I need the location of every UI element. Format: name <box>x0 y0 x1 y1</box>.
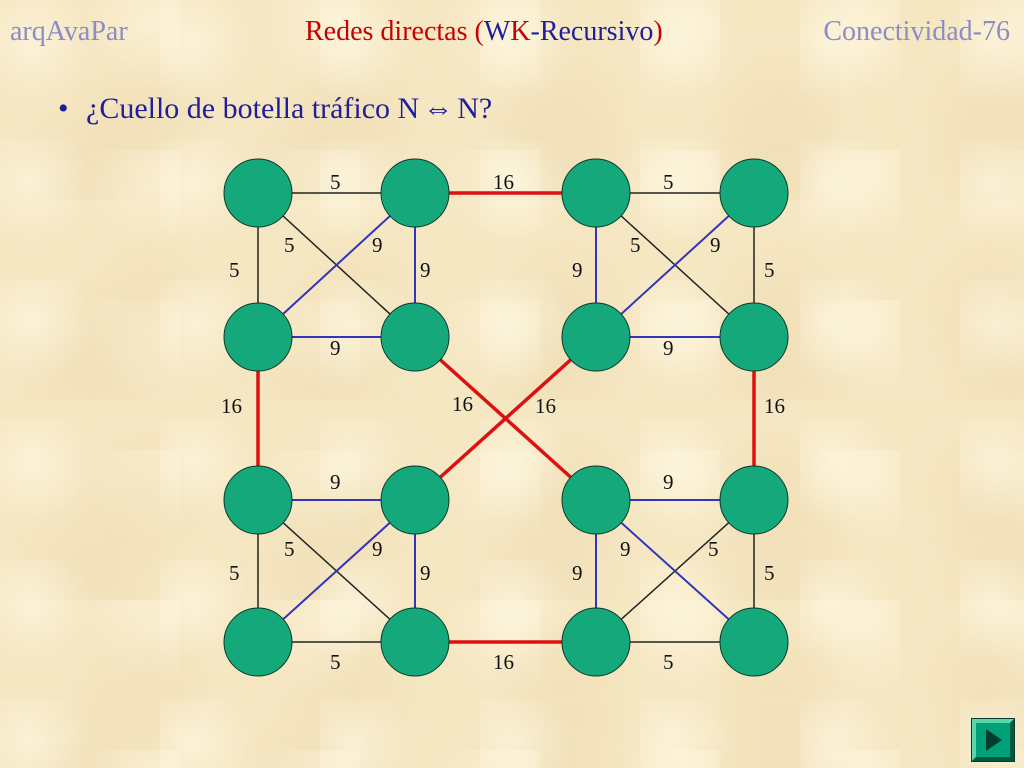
label-q1-diag-b: 9 <box>372 233 383 257</box>
node-12 <box>223 607 293 677</box>
node-9 <box>380 465 450 535</box>
label-top-mid-h: 16 <box>493 170 514 194</box>
node-15 <box>719 607 789 677</box>
label-q3-top-h: 9 <box>330 470 341 494</box>
double-arrow-icon: ⇔ <box>423 92 454 125</box>
bullet-marker: • <box>58 92 69 125</box>
node-0 <box>223 158 293 228</box>
label-bottom-left-h: 5 <box>330 650 341 674</box>
edge-cross-b <box>413 335 598 502</box>
edge-q4-diag-blue <box>595 499 755 643</box>
label-q1-left-v: 5 <box>229 258 240 282</box>
title-letter-w: W <box>483 16 511 47</box>
title-letter-k: K <box>510 16 531 47</box>
label-q3-diag-a: 5 <box>284 537 295 561</box>
label-q4-top-h: 9 <box>663 470 674 494</box>
label-q4-diag-b: 5 <box>708 537 719 561</box>
slide-title: Redes directas (WK-Recursivo) <box>305 14 663 50</box>
label-q2-right-v: 5 <box>764 258 775 282</box>
node-6 <box>561 302 631 372</box>
node-10 <box>561 465 631 535</box>
label-q2-bottom-h: 9 <box>663 336 674 360</box>
label-mid-cross-b: 16 <box>535 394 556 418</box>
node-13 <box>380 607 450 677</box>
node-7 <box>719 302 789 372</box>
label-q2-diag-b: 9 <box>710 233 721 257</box>
label-q3-left-v: 5 <box>229 561 240 585</box>
title-paren-open: ( <box>474 16 484 47</box>
title-paren-close: ) <box>653 16 663 47</box>
label-mid-cross-a: 16 <box>452 392 473 416</box>
label-q1-diag-a: 5 <box>284 233 295 257</box>
node-11 <box>719 465 789 535</box>
title-part-1: Redes directas <box>305 16 475 47</box>
edge-labels: 5 16 5 5 9 5 9 9 5 9 5 9 9 16 16 16 16 9… <box>221 170 785 674</box>
edge-q1-diag-blue <box>257 192 416 338</box>
label-q3-diag-b: 9 <box>372 537 383 561</box>
label-q1-bottom-h: 9 <box>330 336 341 360</box>
label-q2-diag-a: 5 <box>630 233 641 257</box>
label-mid-right-v: 16 <box>764 394 785 418</box>
label-q4-diag-a: 9 <box>620 537 631 561</box>
label-bottom-right-h: 5 <box>663 650 674 674</box>
label-top-left-h: 5 <box>330 170 341 194</box>
label-q4-right-v: 5 <box>764 561 775 585</box>
label-q4-left-v: 9 <box>572 561 583 585</box>
next-slide-button[interactable] <box>971 718 1015 762</box>
label-top-right-h: 5 <box>663 170 674 194</box>
node-1 <box>380 158 450 228</box>
node-3 <box>719 158 789 228</box>
edge-q3-diag-blue <box>257 499 416 643</box>
bullet-question: • ¿Cuello de botella tráfico N⇔N? <box>58 89 492 129</box>
node-14 <box>561 607 631 677</box>
node-4 <box>223 302 293 372</box>
edges <box>256 191 756 644</box>
header-right: Conectividad-76 <box>823 16 1010 47</box>
edge-q2-diag-blue <box>595 192 755 338</box>
bullet-text-after: N? <box>457 92 493 125</box>
header-left: arqAvaPar <box>10 16 128 47</box>
title-recursivo: -Recursivo <box>530 16 654 47</box>
node-2 <box>561 158 631 228</box>
label-q3-right-v: 9 <box>420 561 431 585</box>
label-bottom-mid-h: 16 <box>493 650 514 674</box>
node-5 <box>380 302 450 372</box>
label-mid-left-v: 16 <box>221 394 242 418</box>
node-8 <box>223 465 293 535</box>
bullet-text-before: ¿Cuello de botella tráfico N <box>86 92 420 125</box>
nodes <box>223 158 789 677</box>
play-next-icon <box>971 718 1015 762</box>
label-q1-right-v: 9 <box>420 258 431 282</box>
label-q2-left-v: 9 <box>572 258 583 282</box>
